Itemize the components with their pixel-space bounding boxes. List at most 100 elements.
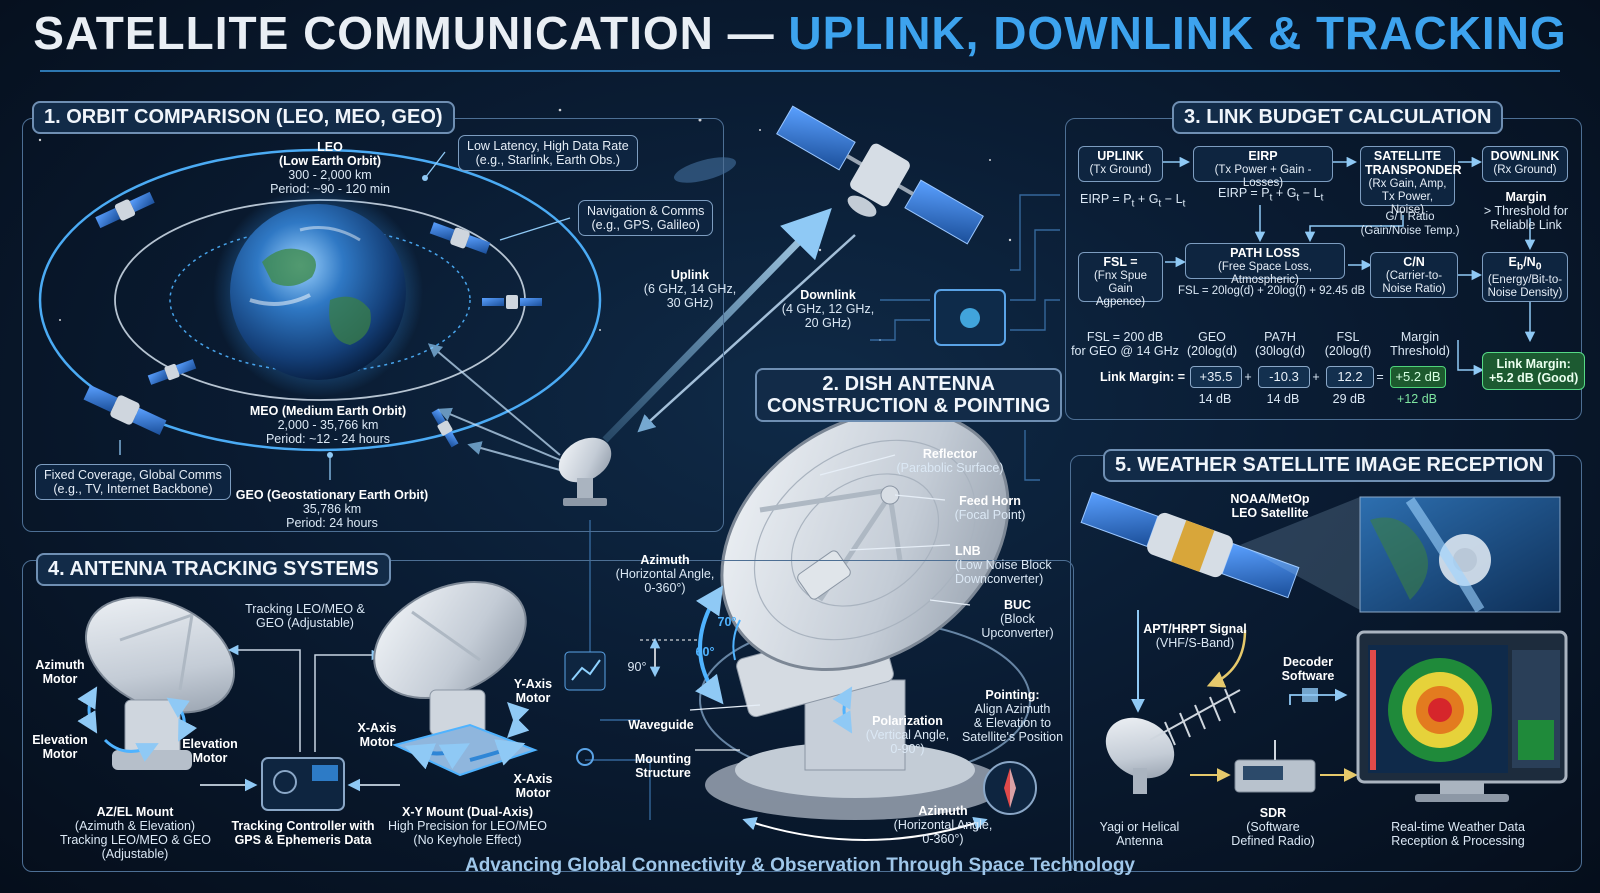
margin-note-line1: Margin bbox=[1505, 190, 1547, 204]
uplink-box: UPLINK (Tx Ground) bbox=[1078, 146, 1163, 182]
orbit-satellites bbox=[83, 191, 542, 448]
controller-line1: Tracking Controller with bbox=[231, 819, 375, 833]
transponder-title: SATELLITE TRANSPONDER bbox=[1365, 149, 1462, 177]
orbit-header: 1. ORBIT COMPARISON (LEO, MEO, GEO) bbox=[32, 101, 455, 134]
el-motor-left-line1: Elevation bbox=[32, 733, 88, 747]
eirp-formula-right: EIRP = Pt + Gt − Lt bbox=[1218, 186, 1324, 204]
fsl-box-sub: (Fnx Spue Gain Agpence) bbox=[1093, 270, 1148, 308]
meo-callout: Navigation & Comms (e.g., GPS, Galileo) bbox=[578, 200, 714, 236]
noaa-line2: LEO Satellite bbox=[1231, 506, 1309, 520]
meo-callout-line1: Navigation & Comms bbox=[587, 204, 705, 218]
gt-note-line2: (Gain/Noise Temp.) bbox=[1360, 225, 1460, 237]
downlink-box-sub: (Rx Ground) bbox=[1493, 164, 1557, 176]
weather-graphics bbox=[1080, 491, 1568, 802]
uplink-label: Uplink (6 GHz, 14 GHz, 30 GHz) bbox=[640, 268, 740, 310]
meo-callout-line2: (e.g., GPS, Galileo) bbox=[591, 218, 700, 232]
y-axis-line1: Y-Axis bbox=[513, 677, 553, 691]
el-motor-left-line2: Motor bbox=[42, 747, 78, 761]
fsl-geo-note: FSL = 200 dB for GEO @ 14 GHz bbox=[1070, 330, 1180, 358]
controller-label: Tracking Controller with GPS & Ephemeris… bbox=[228, 819, 378, 847]
azimuth-bottom-sub1: (Horizontal Angle, bbox=[893, 818, 993, 832]
tracking-note-line1: Tracking LEO/MEO & bbox=[245, 602, 365, 616]
eirp-box-title: EIRP bbox=[1248, 149, 1278, 163]
az-motor-label: Azimuth Motor bbox=[30, 658, 90, 686]
polarization-label: Polarization (Vertical Angle, 0-90°) bbox=[855, 714, 960, 756]
ground-dish-small bbox=[558, 437, 612, 506]
realtime-line2: Reception & Processing bbox=[1391, 834, 1525, 848]
decoder-line2: Software bbox=[1281, 669, 1335, 683]
col-head-fsl-1: FSL bbox=[1336, 330, 1360, 344]
angle-70: 70° bbox=[717, 615, 737, 629]
margin-note-line2: > Threshold for bbox=[1483, 204, 1569, 218]
xy-line2: (No Keyhole Effect) bbox=[413, 833, 522, 847]
leo-name: LEO bbox=[317, 140, 343, 154]
lnb-sub1: (Low Noise Block bbox=[955, 558, 1052, 572]
cn-sub: (Carrier-to-Noise Ratio) bbox=[1382, 270, 1446, 295]
leo-callout-line2: (e.g., Starlink, Earth Obs.) bbox=[475, 153, 621, 167]
cn-title: C/N bbox=[1403, 255, 1425, 269]
value-fsl: 12.2 bbox=[1326, 366, 1374, 388]
footer-tagline: Advancing Global Connectivity & Observat… bbox=[464, 855, 1135, 876]
dish-header: 2. DISH ANTENNA CONSTRUCTION & POINTING bbox=[755, 368, 1063, 422]
eirp-formula-right-text: EIRP = P bbox=[1218, 186, 1270, 200]
x-axis-right-label: X-Axis Motor bbox=[508, 772, 558, 800]
geo-label: GEO (Geostationary Earth Orbit) 35,786 k… bbox=[222, 488, 442, 530]
controller-line2: GPS & Ephemeris Data bbox=[234, 833, 372, 847]
feedhorn-label: Feed Horn (Focal Point) bbox=[945, 494, 1035, 522]
uplink-title: Uplink bbox=[670, 268, 710, 282]
az-motor-line2: Motor bbox=[42, 672, 78, 686]
large-dish-antenna bbox=[564, 408, 1037, 841]
gt-note-line1: G/T Ratio bbox=[1385, 211, 1435, 223]
ebno-sub: (Energy/Bit-to-Noise Density) bbox=[1487, 273, 1563, 299]
link-margin-label: Link Margin: = bbox=[1100, 370, 1186, 384]
buc-label: BUC (Block Upconverter) bbox=[970, 598, 1065, 640]
meo-alt: 2,000 - 35,766 km bbox=[277, 418, 379, 432]
uplink-freq2: 30 GHz) bbox=[666, 296, 714, 310]
margin-note: Margin > Threshold for Reliable Link bbox=[1476, 190, 1576, 232]
noaa-satellite bbox=[1080, 491, 1300, 599]
op-equals: = bbox=[1376, 370, 1384, 384]
cn-box: C/N (Carrier-to-Noise Ratio) bbox=[1370, 252, 1458, 298]
eirp-formula-left-text: EIRP = P bbox=[1080, 192, 1132, 206]
pointing-title: Pointing: bbox=[985, 688, 1040, 702]
geo-name: GEO (Geostationary Earth Orbit) bbox=[235, 488, 429, 502]
buc-sub2: Upconverter) bbox=[981, 626, 1054, 640]
comm-satellite bbox=[776, 105, 984, 245]
budget-connectors bbox=[1147, 156, 1536, 376]
sdr-line2: Defined Radio) bbox=[1231, 834, 1315, 848]
pointing-line1: Align Azimuth bbox=[974, 702, 1051, 716]
dish-header-line2: CONSTRUCTION & POINTING bbox=[767, 395, 1051, 417]
realtime-line1: Real-time Weather Data bbox=[1391, 820, 1525, 834]
lnb-label: LNB (Low Noise Block Downconverter) bbox=[955, 544, 1070, 586]
y-axis-line2: Motor bbox=[515, 691, 551, 705]
mounting-line2: Structure bbox=[635, 766, 691, 780]
pointing-label: Pointing: Align Azimuth & Elevation to S… bbox=[955, 688, 1070, 744]
meo-label: MEO (Medium Earth Orbit) 2,000 - 35,766 … bbox=[238, 404, 418, 446]
signal-label: APT/HRPT Signal (VHF/S-Band) bbox=[1135, 622, 1255, 650]
col-head-margin: Margin Threshold) bbox=[1385, 330, 1455, 358]
tracking-header: 4. ANTENNA TRACKING SYSTEMS bbox=[36, 553, 391, 586]
buc-title: BUC bbox=[1003, 598, 1032, 612]
dish-header-line1: 2. DISH ANTENNA bbox=[822, 373, 995, 395]
yagi-line1: Yagi or Helical bbox=[1099, 820, 1180, 834]
az-motor-line1: Azimuth bbox=[35, 658, 85, 672]
reflector-sub: (Parabolic Surface) bbox=[896, 461, 1004, 475]
eirp-formula-left: EIRP = Pt + Gt − Lt bbox=[1080, 192, 1186, 210]
xy-line1: High Precision for LEO/MEO bbox=[387, 819, 548, 833]
leo-callout: Low Latency, High Data Rate (e.g., Starl… bbox=[458, 135, 638, 171]
title-part2: UPLINK, DOWNLINK & TRACKING bbox=[788, 7, 1567, 59]
mounting-label: Mounting Structure bbox=[628, 752, 698, 780]
link-margin-result: Link Margin: +5.2 dB (Good) bbox=[1482, 352, 1586, 390]
downlink-box: DOWNLINK (Rx Ground) bbox=[1482, 146, 1568, 182]
col-head-path-1: PA7H bbox=[1264, 330, 1296, 344]
pathloss-title: PATH LOSS bbox=[1230, 246, 1300, 260]
decoder-label: Decoder Software bbox=[1278, 655, 1338, 683]
weather-header: 5. WEATHER SATELLITE IMAGE RECEPTION bbox=[1103, 449, 1556, 482]
gear-icon bbox=[576, 748, 594, 766]
margin-note-line3: Reliable Link bbox=[1490, 218, 1562, 232]
col-head-margin-2: Threshold) bbox=[1390, 344, 1450, 358]
title-part1: SATELLITE COMMUNICATION — bbox=[33, 7, 775, 59]
geo-callout-line1: Fixed Coverage, Global Comms bbox=[44, 468, 222, 482]
pathloss-formula: FSL = 20log(d) + 20log(f) + 92.45 dB bbox=[1178, 285, 1366, 297]
col-head-fsl: FSL (20log(f) bbox=[1318, 330, 1378, 358]
